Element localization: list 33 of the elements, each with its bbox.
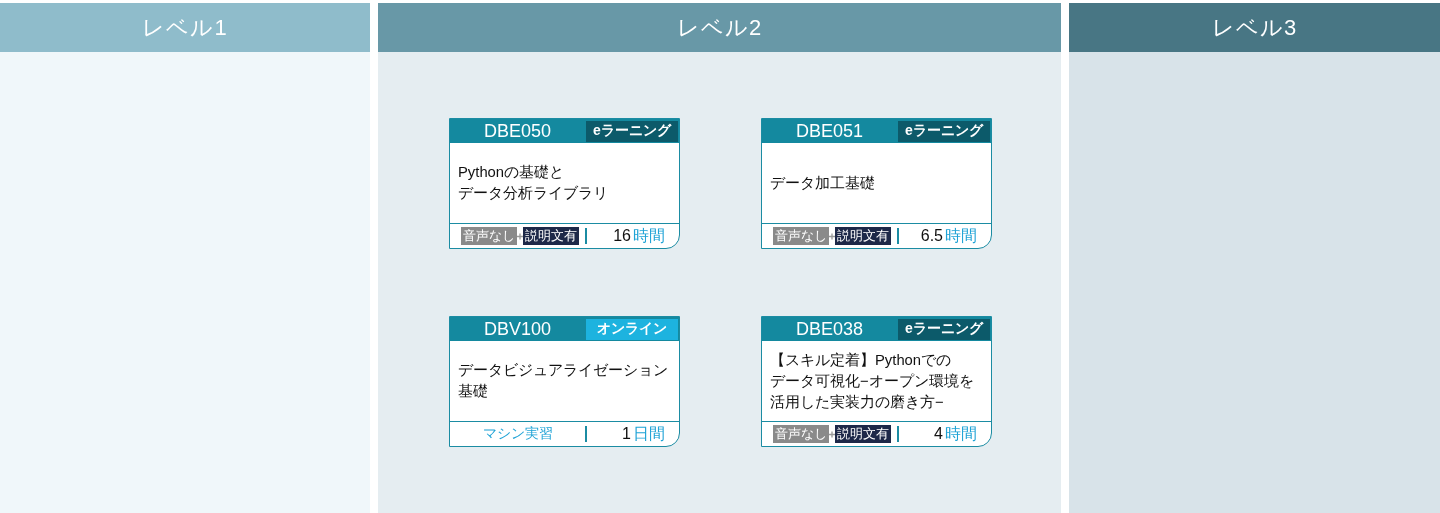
course-title: データビジュアライゼーション基礎 — [457, 361, 668, 401]
course-code: DBE050 — [482, 120, 552, 142]
type-badge: eラーニング — [898, 120, 990, 142]
tag: 音声なし — [461, 227, 517, 245]
column-heading: レベル3 — [1069, 3, 1440, 52]
course-title: データ加工基礎 — [769, 173, 875, 193]
tag: 音声なし — [773, 227, 829, 245]
duration-text: 4時間 — [933, 423, 978, 444]
tag: 説明文有 — [835, 425, 891, 443]
column-heading: レベル1 — [0, 3, 370, 52]
duration-text: 16 時間 — [612, 225, 666, 246]
type-badge: オンライン — [586, 318, 678, 340]
column-panel — [1069, 3, 1440, 513]
duration-text: 6.5時間 — [919, 225, 978, 246]
type-badge: eラーニング — [898, 318, 990, 340]
column-panel — [0, 3, 370, 513]
tag: 説明文有 — [523, 227, 579, 245]
course-card — [449, 118, 680, 249]
duration-text: 1 日間 — [621, 423, 666, 444]
course-code: DBE051 — [794, 120, 864, 142]
course-code: DBE038 — [794, 318, 864, 340]
type-badge: eラーニング — [586, 120, 678, 142]
course-card — [449, 316, 680, 447]
course-code: DBV100 — [482, 318, 552, 340]
column-heading: レベル2 — [378, 3, 1061, 52]
column-panel — [378, 3, 1061, 513]
tag: 音声なし — [773, 425, 829, 443]
course-card — [761, 316, 992, 447]
course-card — [761, 118, 992, 249]
tag: 説明文有 — [835, 227, 891, 245]
course-title: Pythonの基礎とデータ分析ライブラリ — [457, 163, 608, 203]
format-label: マシン実習 — [482, 425, 553, 443]
course-title: 【スキル定着】Pythonでのデータ可視化−オープン環境を活用した実装力の磨き方− — [769, 350, 974, 412]
